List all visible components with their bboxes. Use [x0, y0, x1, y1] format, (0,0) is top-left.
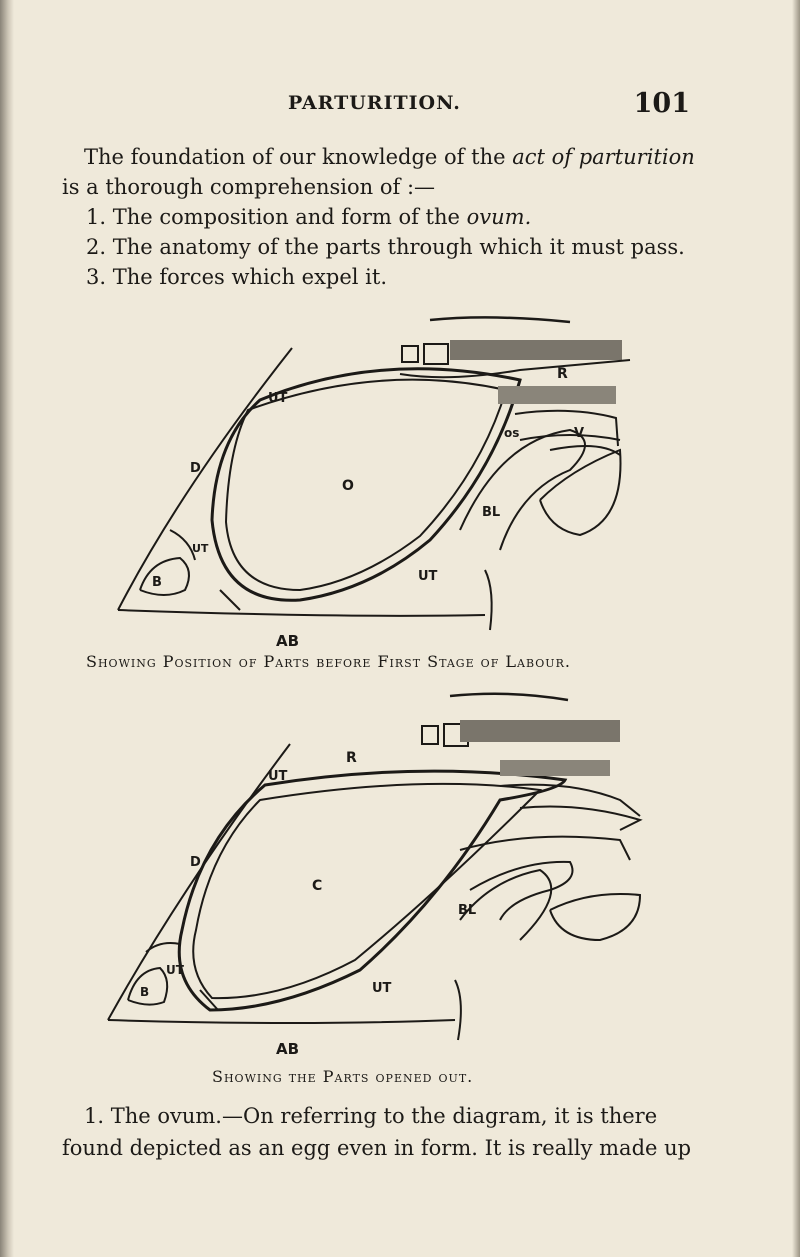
- running-head: PARTURITION.: [288, 92, 461, 114]
- svg-text:O: O: [342, 478, 354, 494]
- figure-1-diagram: UT R os V D O BL B UT UT AB: [100, 290, 660, 650]
- ovum-heading: ovum.: [157, 1104, 222, 1128]
- svg-text:UT: UT: [192, 542, 209, 555]
- svg-text:UT: UT: [418, 569, 438, 584]
- svg-text:R: R: [346, 750, 357, 766]
- intro-text: The foundation of our knowledge of the: [84, 145, 512, 169]
- svg-text:UT: UT: [268, 391, 288, 406]
- list-item: 1. The composition and form of the ovum.: [86, 202, 685, 232]
- svg-text:D: D: [190, 461, 201, 476]
- svg-text:UT: UT: [372, 981, 392, 996]
- svg-text:V: V: [574, 426, 584, 441]
- numbered-list: 1. The composition and form of the ovum.…: [86, 202, 685, 292]
- svg-text:AB: AB: [276, 632, 299, 650]
- svg-text:UT: UT: [166, 963, 185, 977]
- svg-text:C: C: [312, 878, 322, 894]
- intro-text-2: is a thorough comprehension of :—: [62, 175, 435, 199]
- body-paragraph: 1. The ovum.—On referring to the diagram…: [62, 1100, 702, 1164]
- figure-1-caption: Showing Position of Parts before First S…: [86, 652, 571, 671]
- list-item: 2. The anatomy of the parts through whic…: [86, 232, 685, 262]
- intro-paragraph: The foundation of our knowledge of the a…: [62, 142, 702, 202]
- svg-text:B: B: [140, 985, 149, 999]
- svg-text:D: D: [190, 855, 201, 870]
- svg-text:BL: BL: [482, 505, 500, 520]
- list-item: 3. The forces which expel it.: [86, 262, 685, 292]
- intro-emphasis: act of parturition: [512, 145, 695, 169]
- svg-text:os: os: [504, 426, 519, 440]
- svg-text:B: B: [152, 575, 162, 590]
- page-number: 101: [634, 88, 690, 119]
- svg-text:R: R: [557, 366, 568, 382]
- figure-2-caption: Showing the Parts opened out.: [212, 1067, 473, 1086]
- figure-2-diagram: R UT D C BL UT B UT AB: [100, 690, 660, 1060]
- svg-text:AB: AB: [276, 1040, 299, 1058]
- page-edge-shadow: [792, 0, 800, 1257]
- page-header: PARTURITION. 101: [66, 88, 690, 120]
- body-text-2: found depicted as an egg even in form. I…: [62, 1136, 691, 1160]
- svg-text:UT: UT: [268, 769, 288, 784]
- book-spine-shadow: [0, 0, 14, 1257]
- svg-text:BL: BL: [458, 903, 476, 918]
